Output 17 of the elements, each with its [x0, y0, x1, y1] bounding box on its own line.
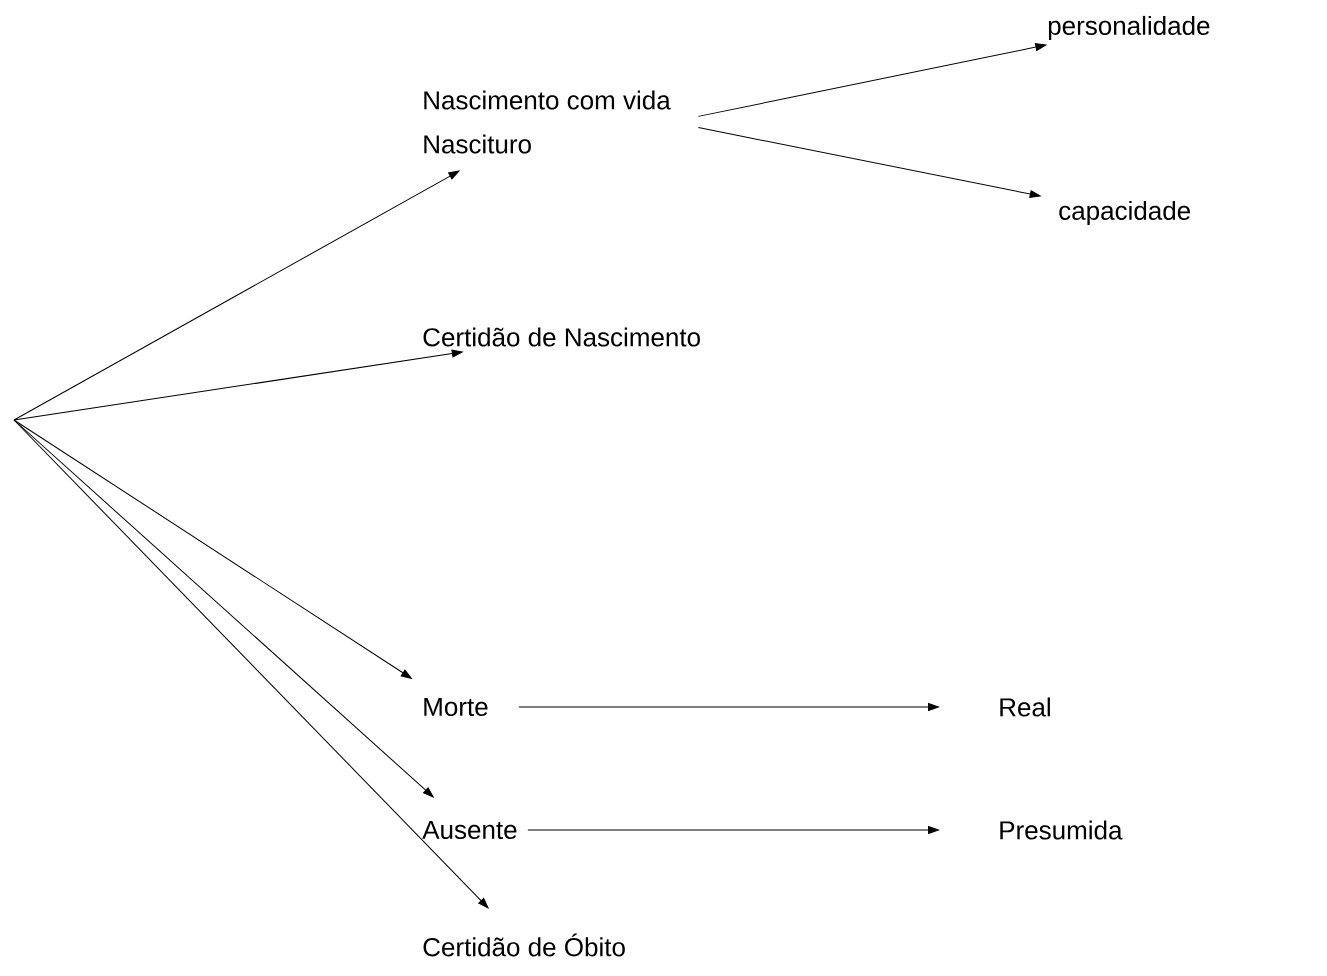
node-label: Nascimento com vida Nascituro	[424, 90, 671, 154]
arrow	[13, 419, 434, 798]
arrow	[518, 703, 939, 711]
arrow	[527, 826, 939, 834]
arrow	[13, 170, 460, 421]
node-label: Certidão de Nascimento	[423, 327, 700, 347]
arrow	[13, 419, 489, 909]
arrow	[13, 349, 463, 421]
node-label: Morte	[424, 697, 488, 717]
node-label: Ausente	[422, 820, 517, 840]
node-label: personalidade	[1048, 15, 1210, 41]
node-label: Certidão de Óbito	[423, 933, 625, 957]
node-label: capacidade	[1059, 200, 1190, 226]
arrow	[697, 43, 1047, 117]
node-label: Presumida	[1000, 820, 1123, 840]
arrow	[697, 127, 1041, 198]
node-label: Real	[1000, 697, 1050, 717]
